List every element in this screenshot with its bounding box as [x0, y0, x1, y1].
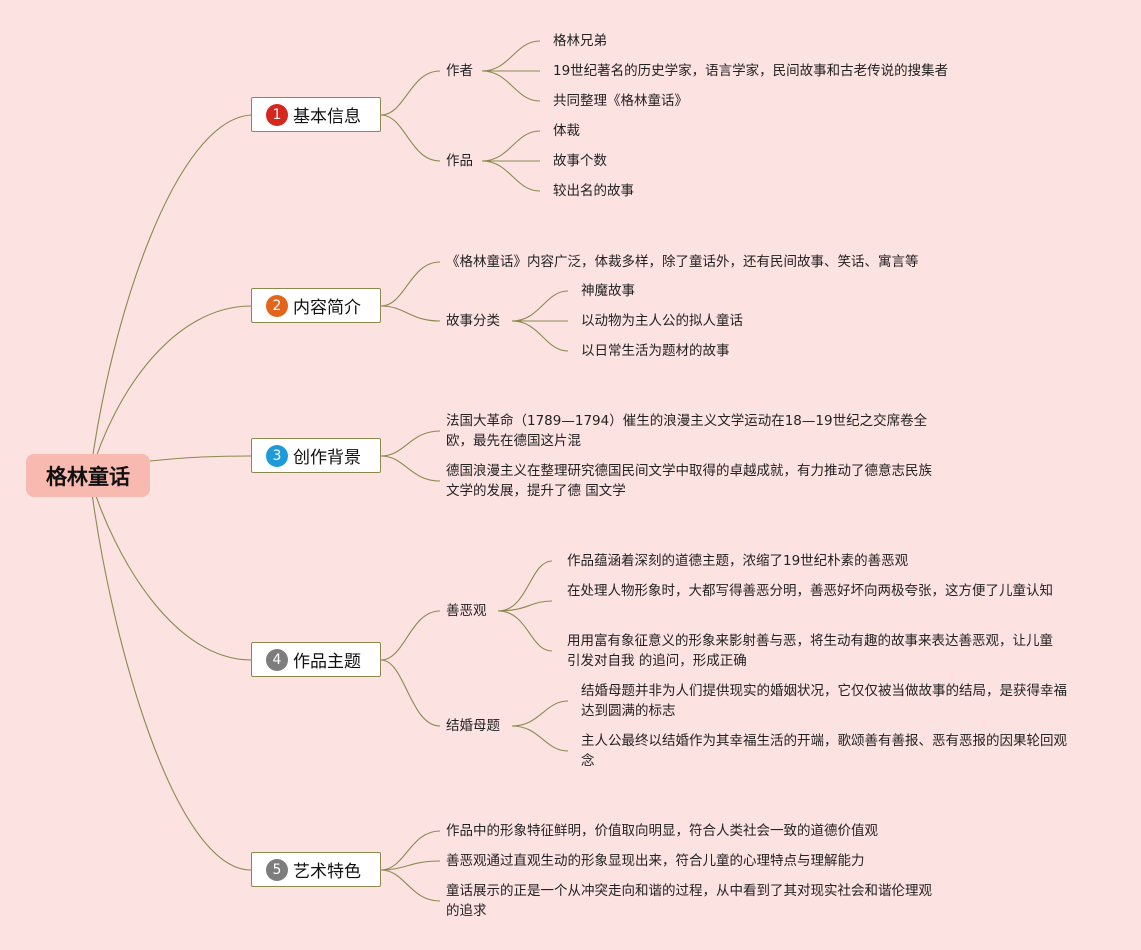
- link-root-topic-3: [149, 455, 252, 462]
- number-badge-2: 2: [266, 294, 288, 317]
- node-works[interactable]: 作品: [446, 153, 473, 169]
- topic-label: 创作背景: [293, 448, 361, 468]
- link-category-3: [511, 320, 569, 352]
- link-t5-2: [380, 860, 441, 871]
- topic-label: 作品主题: [293, 652, 361, 672]
- link-t2-category: [380, 305, 441, 322]
- link-marriage-2: [511, 725, 569, 752]
- link-category-1: [511, 290, 569, 322]
- node-marriage-2[interactable]: 主人公最终以结婚作为其幸福生活的开端，歌颂善有善报、恶有恶报的因果轮回观念: [581, 733, 1067, 769]
- link-t3-1: [380, 430, 441, 457]
- node-morality[interactable]: 善恶观: [446, 603, 487, 619]
- node-art-3[interactable]: 童话展示的正是一个从冲突走向和谐的过程，从中看到了其对现实社会和谐伦理观的追求: [446, 883, 932, 919]
- topic-content-summary[interactable]: 2 内容简介: [251, 288, 381, 323]
- link-morality-3: [497, 610, 553, 652]
- number-badge-1: 1: [266, 103, 288, 126]
- topic-label: 基本信息: [293, 107, 361, 127]
- node-content-overview[interactable]: 《格林童话》内容广泛，体裁多样，除了童话外，还有民间故事、笑话、寓言等: [446, 254, 919, 270]
- node-morality-1[interactable]: 作品蕴涵着深刻的道德主题，浓缩了19世纪朴素的善恶观: [567, 553, 909, 569]
- link-t4-marriage: [380, 659, 441, 727]
- topic-artistic-features[interactable]: 5 艺术特色: [251, 852, 381, 887]
- link-root-topic-2: [89, 305, 252, 477]
- link-works-3: [481, 160, 541, 192]
- node-morality-2[interactable]: 在处理人物形象时，大都写得善恶分明，善恶好坏向两极夸张，这方便了儿童认知: [567, 583, 1053, 599]
- link-morality-2: [497, 600, 553, 612]
- link-t4-morality: [380, 610, 441, 661]
- link-author-1: [481, 40, 541, 72]
- number-badge-5: 5: [266, 858, 288, 881]
- link-root-topic-1: [89, 114, 252, 477]
- node-category-daily-life[interactable]: 以日常生活为题材的故事: [581, 343, 730, 359]
- node-art-1[interactable]: 作品中的形象特征鲜明，价值取向明显，符合人类社会一致的道德价值观: [446, 823, 878, 839]
- link-marriage-1: [511, 700, 569, 727]
- link-t5-3: [380, 869, 441, 902]
- node-morality-3[interactable]: 用用富有象征意义的形象来影射善与恶，将生动有趣的故事来表达善恶观，让儿童引发对自…: [567, 633, 1053, 669]
- topic-label: 艺术特色: [293, 862, 361, 882]
- node-background-romanticism[interactable]: 德国浪漫主义在整理研究德国民间文学中取得的卓越成就，有力推动了德意志民族文学的发…: [446, 463, 932, 499]
- link-t2-intro: [380, 261, 441, 307]
- node-works-famous[interactable]: 较出名的故事: [553, 183, 634, 199]
- node-category-animal[interactable]: 以动物为主人公的拟人童话: [581, 313, 743, 329]
- number-badge-4: 4: [266, 648, 288, 671]
- topic-basic-info[interactable]: 1 基本信息: [251, 97, 381, 132]
- node-works-genre[interactable]: 体裁: [553, 123, 580, 139]
- link-t1-works: [380, 114, 441, 162]
- node-author[interactable]: 作者: [446, 63, 473, 79]
- number-badge-3: 3: [266, 444, 288, 467]
- link-t3-2: [380, 455, 441, 482]
- node-background-revolution[interactable]: 法国大革命（1789—1794）催生的浪漫主义文学运动在18—19世纪之交席卷全…: [446, 413, 928, 449]
- link-author-3: [481, 70, 541, 102]
- topic-creation-background[interactable]: 3 创作背景: [251, 438, 381, 473]
- link-t5-1: [380, 830, 441, 871]
- node-author-grimm-brothers[interactable]: 格林兄弟: [553, 33, 607, 49]
- node-works-count[interactable]: 故事个数: [553, 153, 607, 169]
- node-story-category[interactable]: 故事分类: [446, 313, 500, 329]
- topic-label: 内容简介: [293, 298, 361, 318]
- link-t1-author: [380, 70, 441, 116]
- node-author-compiled[interactable]: 共同整理《格林童话》: [553, 93, 688, 109]
- node-author-description[interactable]: 19世纪著名的历史学家，语言学家，民间故事和古老传说的搜集者: [553, 63, 949, 79]
- link-root-topic-5: [89, 477, 252, 871]
- root-node[interactable]: 格林童话: [26, 454, 150, 497]
- link-works-1: [481, 130, 541, 162]
- topic-work-theme[interactable]: 4 作品主题: [251, 642, 381, 677]
- node-art-2[interactable]: 善恶观通过直观生动的形象显现出来，符合儿童的心理特点与理解能力: [446, 853, 865, 869]
- node-category-magic[interactable]: 神魔故事: [581, 283, 635, 299]
- node-marriage-motif[interactable]: 结婚母题: [446, 718, 500, 734]
- node-marriage-1[interactable]: 结婚母题并非为人们提供现实的婚姻状况，它仅仅被当做故事的结局，是获得幸福达到圆满…: [581, 683, 1067, 719]
- link-root-topic-4: [89, 477, 252, 661]
- link-morality-1: [497, 560, 553, 612]
